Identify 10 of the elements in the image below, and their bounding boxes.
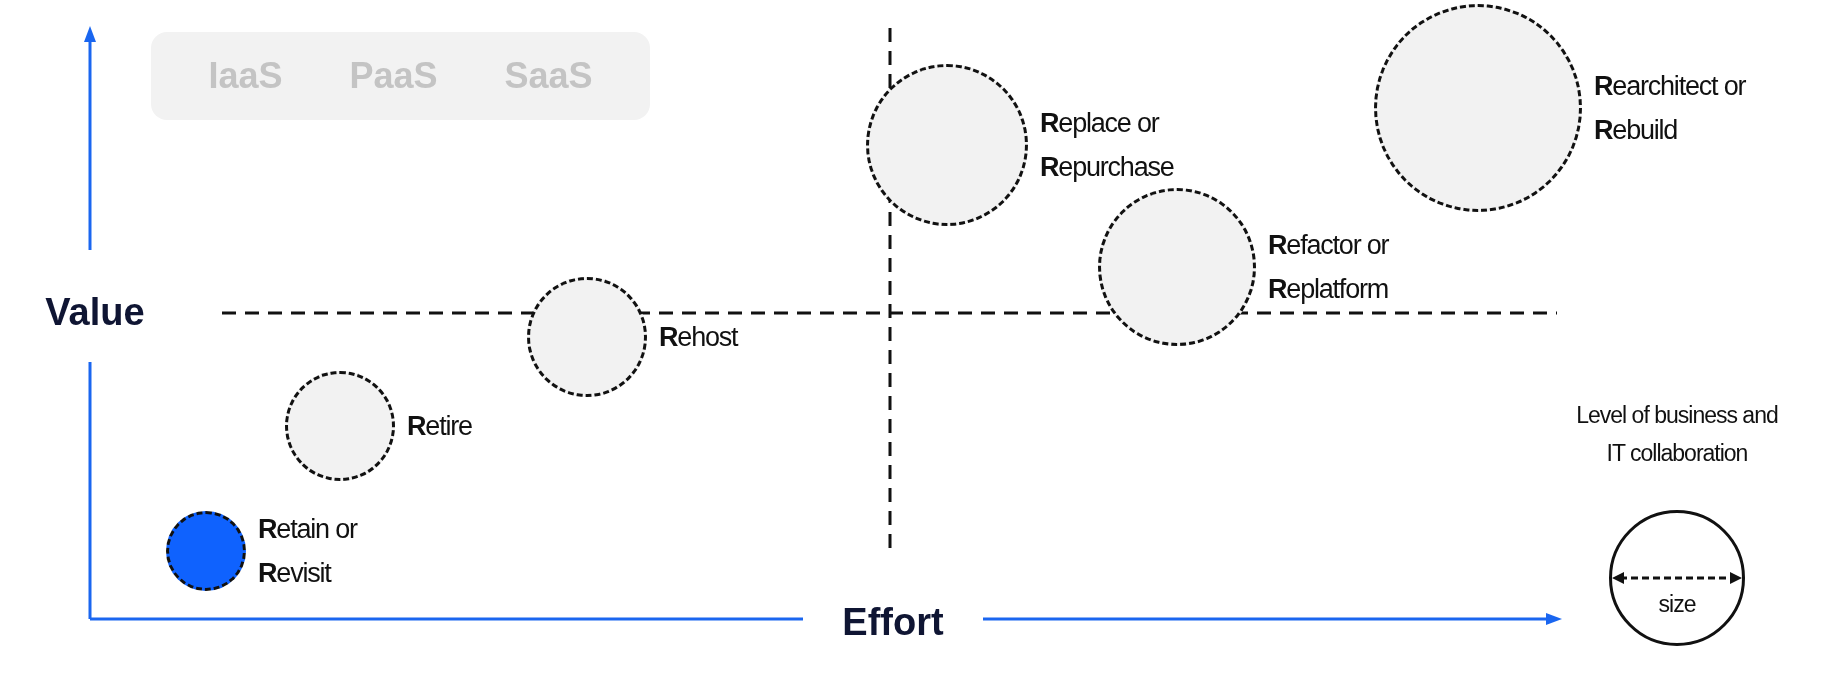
strategy-label: Rehost <box>659 321 738 354</box>
axis-label: Value <box>44 290 146 335</box>
axis-label: Effort <box>841 600 945 645</box>
strategy-label: Retire <box>407 410 472 443</box>
strategy-label: Refactor or Replatform <box>1268 229 1390 306</box>
strategy-label: Rearchitect or Rebuild <box>1594 70 1747 147</box>
size-label: size <box>1657 590 1697 619</box>
legend-heading: Level of business and IT collaboration <box>1575 401 1779 468</box>
strategy-label: Replace or Repurchase <box>1040 107 1175 184</box>
strategy-label: Retain or Revisit <box>258 513 359 590</box>
